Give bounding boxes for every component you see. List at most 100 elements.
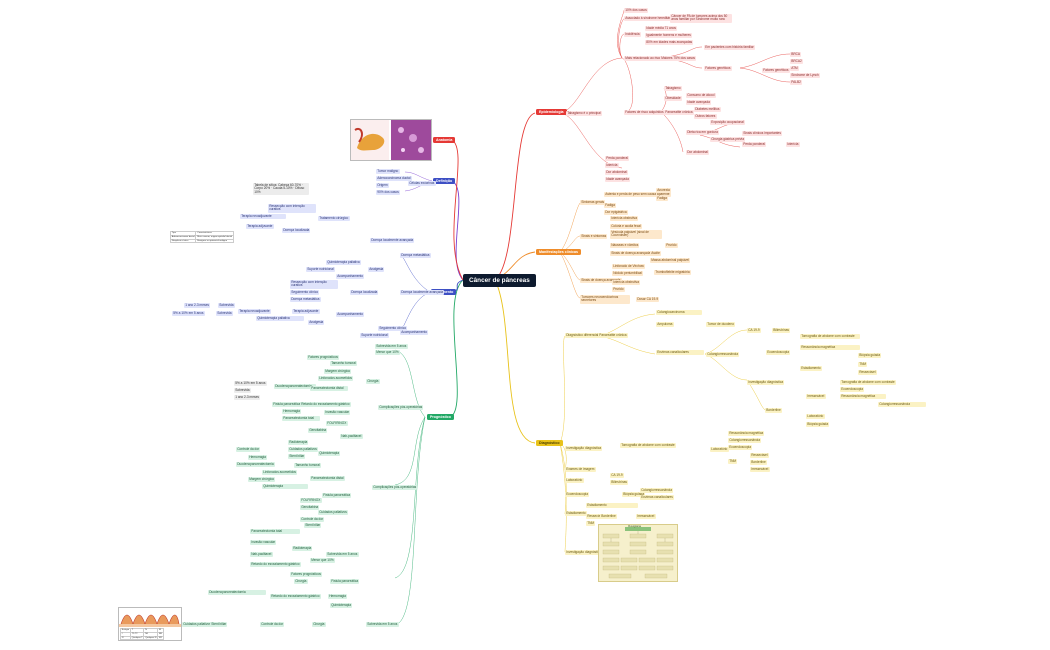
manif-node[interactable]: Sintomas gerais — [580, 199, 606, 205]
epi-node[interactable]: BRCA2 — [790, 58, 804, 64]
prog-node[interactable]: Margem cirúrgica — [248, 476, 275, 482]
epi-node[interactable]: Sinais clínicos importantes — [742, 130, 783, 136]
prog-node[interactable]: Stent biliar — [288, 453, 306, 459]
prog-node[interactable]: Fístula pancreática — [322, 492, 352, 498]
prog-node[interactable]: Quimioterapia — [318, 450, 341, 456]
diag-node[interactable]: TNM — [728, 458, 738, 464]
def-node[interactable]: Adenocarcinoma ductal — [376, 175, 412, 181]
manif-node[interactable]: Fadiga — [604, 202, 617, 208]
prog-node[interactable]: Sobrevida em 5 anos — [326, 551, 359, 557]
diag-node[interactable]: Colangiocarcinoma — [656, 310, 703, 315]
diag-node[interactable]: Ressecável — [858, 369, 877, 375]
epi-node[interactable]: Dor abdominal — [605, 169, 629, 175]
manif-node[interactable]: Fadiga — [656, 195, 669, 201]
diag-node[interactable]: Colangiorressonância — [706, 351, 740, 357]
prog-node[interactable]: Duodenopancreatectomia — [236, 461, 275, 467]
prog-node[interactable]: Hemorragia — [328, 593, 348, 599]
central-topic[interactable]: Câncer de pâncreas — [463, 274, 536, 287]
prog-node[interactable]: Fístula pancreática — [272, 401, 302, 407]
diag-node[interactable]: Ressonância magnética — [728, 430, 765, 436]
trat-node[interactable]: Terapia neoadjuvante — [240, 214, 287, 219]
trat-node[interactable]: Terapia neoadjuvante — [238, 308, 271, 314]
epi-node[interactable]: Fatores de risco adquiridos — [624, 109, 665, 115]
diag-node[interactable]: Colangiorressonância — [640, 487, 674, 493]
diag-node[interactable]: Tomografia de abdome com contraste — [800, 334, 861, 339]
epi-node[interactable]: Exposição ocupacional — [710, 119, 745, 125]
epi-node[interactable]: Diabetes mellitus — [694, 106, 721, 112]
manif-node[interactable]: Icterícia obstrutiva — [610, 215, 639, 221]
diag-node[interactable]: Ecoendoscopia — [840, 386, 865, 392]
prog-node[interactable]: Quimioterapia — [262, 484, 309, 489]
prog-node[interactable]: Linfonodos acometidos — [262, 469, 298, 475]
trat-node[interactable]: Acompanhamento — [400, 329, 429, 335]
prog-node[interactable]: Controle da dor — [260, 621, 285, 627]
trat-node[interactable]: Doença localizada — [282, 227, 311, 233]
epi-node[interactable]: 10% dos casos — [624, 7, 648, 13]
diag-node[interactable]: Irressecável — [750, 466, 770, 472]
prog-node[interactable]: Radioterapia — [288, 439, 309, 445]
epi-node[interactable]: 80% em idades mais avançadas — [645, 39, 694, 45]
manif-node[interactable]: Prurido — [612, 286, 625, 292]
manif-node[interactable]: Sinais de doença avançada — [580, 277, 622, 283]
prog-node[interactable]: Complicações pós-operatórias — [372, 484, 418, 490]
diag-node[interactable]: CA 19-9 — [610, 472, 624, 478]
prog-node[interactable]: Margem cirúrgica — [324, 368, 351, 374]
manif-node[interactable]: Tumores neuroendócrinos secretores — [580, 295, 631, 304]
diag-node[interactable]: Tumor de duodeno — [706, 321, 736, 327]
manif-node[interactable]: Massa abdominal palpável — [650, 257, 691, 263]
diag-node[interactable]: Laboratório — [565, 477, 584, 483]
epi-node[interactable]: Idade média 71 anos — [645, 25, 678, 31]
diag-node[interactable]: Borderline — [765, 407, 782, 413]
branch-prognostico[interactable]: Prognóstico — [427, 414, 454, 421]
def-node[interactable]: 90% dos casos — [376, 189, 400, 195]
epi-node[interactable]: Câncer de PA de tumores acima dos 50 ano… — [670, 14, 733, 23]
epi-node[interactable]: Dieta rica em gordura — [686, 129, 720, 135]
epi-node[interactable]: Icterícia — [605, 162, 619, 168]
prog-node[interactable]: Retardo do esvaziamento gástrico — [250, 561, 301, 567]
epi-node[interactable]: Tabagismo é o principal — [566, 110, 602, 116]
trat-node[interactable]: Seguimento clínico — [290, 289, 320, 295]
diag-node[interactable]: Investigação diagnóstica — [565, 445, 603, 451]
epi-node[interactable]: Cirurgia gástrica prévia — [710, 136, 746, 142]
manif-node[interactable]: Icterícia obstrutiva — [612, 279, 641, 285]
manif-node[interactable]: Ascite — [650, 250, 662, 256]
trat-node[interactable]: Quimioterapia paliativa — [326, 259, 361, 265]
diag-node[interactable]: TNM — [858, 361, 868, 367]
branch-anatomia[interactable]: Anatomia — [433, 137, 456, 144]
diag-node[interactable]: Irressecável — [636, 513, 656, 519]
manif-node[interactable]: Sinais e sintomas — [580, 233, 608, 239]
prog-node[interactable]: Cirurgia — [312, 621, 326, 627]
trat-node[interactable]: Tratamento cirúrgico — [318, 215, 350, 221]
prog-node[interactable]: Nab-paclitaxel — [340, 433, 363, 439]
trat-node[interactable]: Sobrevida — [218, 302, 235, 308]
trat-node[interactable]: Suporte nutricional — [306, 266, 335, 272]
epi-node[interactable]: Maiores 75% dos casos — [660, 55, 697, 61]
diag-node[interactable]: Ecoendoscopia — [565, 491, 590, 497]
diag-node[interactable]: Ampuloma — [656, 321, 674, 327]
prog-node[interactable]: Cirurgia — [294, 578, 308, 584]
prog-node[interactable]: Quimioterapia — [330, 602, 353, 608]
branch-manifestacoes[interactable]: Manifestações clínicas — [536, 249, 581, 256]
trat-node[interactable]: Acompanhamento — [336, 273, 365, 279]
prog-node[interactable]: Gencitabina — [308, 427, 328, 433]
trat-node[interactable]: Sobrevida — [216, 310, 233, 316]
prog-node[interactable]: Complicações pós-operatórias — [378, 404, 424, 410]
diag-node[interactable]: Ecoendoscopia — [766, 349, 791, 355]
prog-node[interactable]: Fístula pancreática — [330, 578, 360, 584]
diag-node[interactable]: Biópsia guiada — [858, 352, 882, 358]
prog-node[interactable]: Gencitabina — [300, 504, 320, 510]
trat-node[interactable]: Doença metastática — [290, 296, 321, 302]
prog-node[interactable]: Cirurgia — [366, 378, 380, 384]
diag-node[interactable]: Investigação diagnóstica — [747, 379, 785, 385]
diag-node[interactable]: Irressecável — [806, 393, 826, 399]
diag-node[interactable]: Borderline — [600, 513, 617, 519]
trat-node[interactable]: Suporte nutricional — [360, 332, 389, 338]
diag-node[interactable]: Tomografia de abdome com contraste — [840, 379, 896, 385]
diag-node[interactable]: Estadiamento — [800, 365, 822, 371]
prog-node[interactable]: Menor que 10% — [375, 349, 400, 355]
trat-node[interactable]: Analgesia — [368, 266, 385, 272]
trat-node[interactable]: 1 ano 2-3 meses — [184, 302, 211, 308]
diag-node[interactable]: Pancreatite crônica — [598, 332, 628, 338]
epi-node[interactable]: Pancreatite crônica — [664, 109, 694, 115]
diag-node[interactable]: Estadiamento — [586, 503, 639, 508]
